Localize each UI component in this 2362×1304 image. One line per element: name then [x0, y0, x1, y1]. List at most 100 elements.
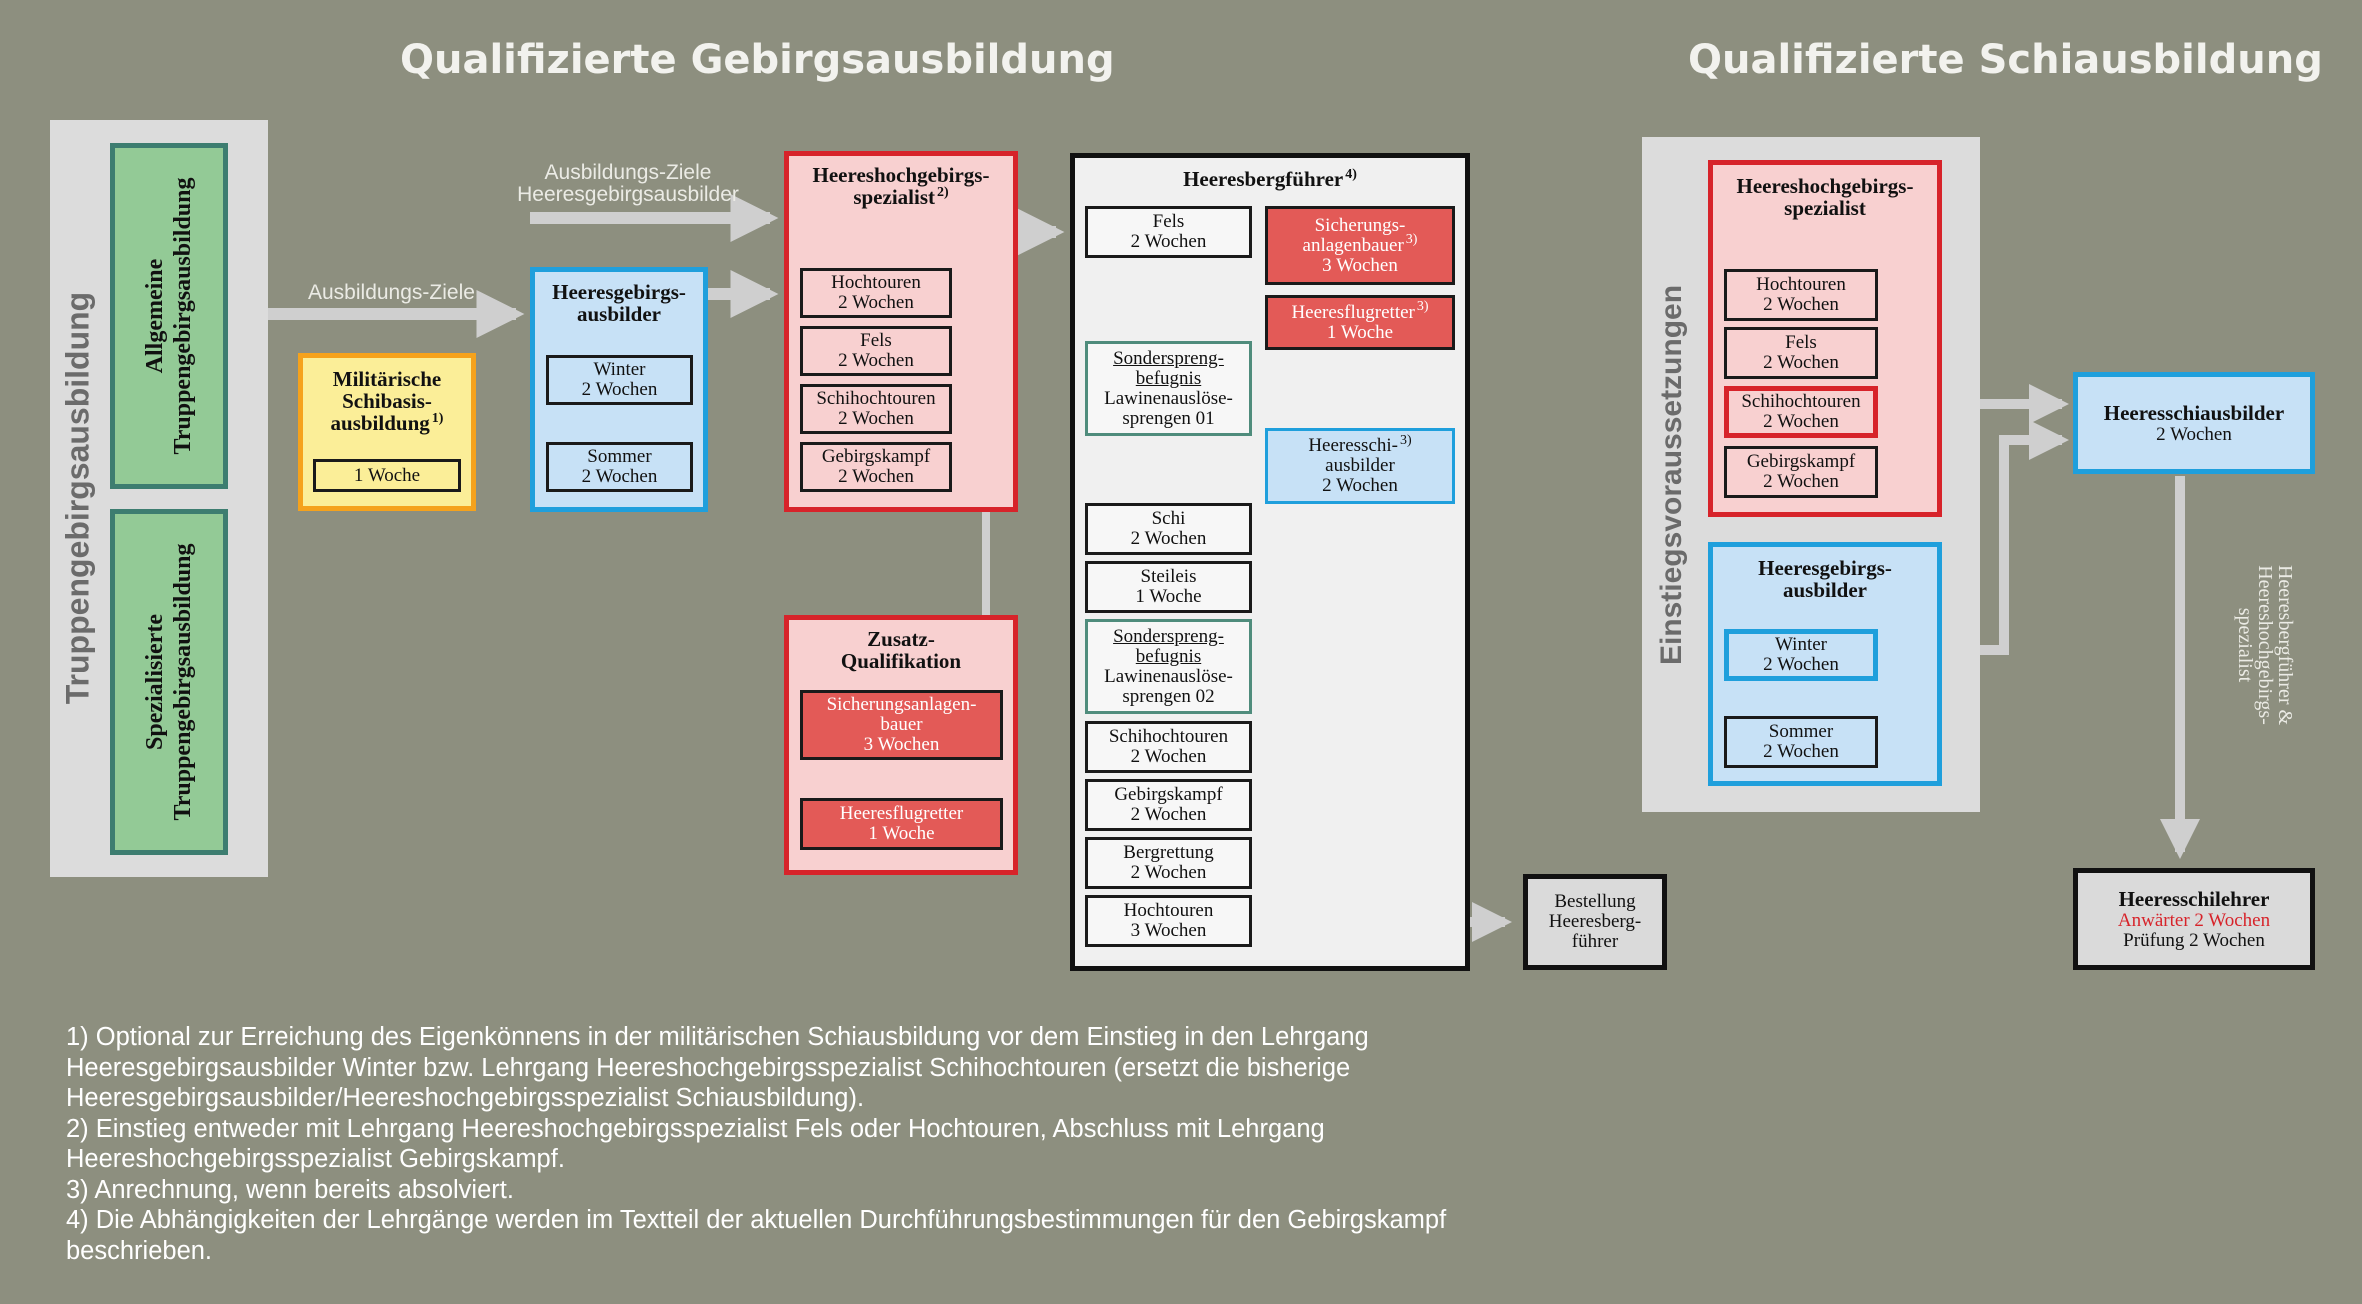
einstieg-item-name: Schihochtouren — [1741, 391, 1861, 412]
hbf-steileis: Steileis 1 Woche — [1085, 561, 1252, 613]
hbf-sond2-line3: Lawinenauslöse- — [1104, 665, 1233, 687]
hbf-heeresschiausbilder: Heeresschi-3) ausbilder 2 Wochen — [1265, 428, 1455, 504]
hbf-hsa-line1: Heeresschi-3) — [1308, 433, 1411, 456]
hbf-berg-name: Bergrettung — [1123, 842, 1214, 863]
heeresschiausbilder-box: Heeresschiausbilder 2 Wochen — [2073, 372, 2315, 474]
hschia-title: Heeresschiausbilder — [2103, 401, 2285, 425]
side-label-hbf-hhgs: Heeresbergführer & Heereshochgebirgs- sp… — [2234, 564, 2296, 726]
zusatz-heeresflugretter: Heeresflugretter 1 Woche — [800, 798, 1003, 850]
hbf-sup: 4) — [1345, 167, 1357, 182]
bestellung-line1: Bestellung — [1554, 891, 1636, 912]
hbf-hochtouren: Hochtouren 3 Wochen — [1085, 895, 1252, 947]
zusatz-flug-duration: 1 Woche — [868, 823, 935, 844]
einstieg-hga-box: Heeresgebirgs- ausbilder Winter 2 Wochen… — [1708, 542, 1942, 786]
label-ziele-line1: Ausbildungs-Ziele — [544, 161, 712, 184]
hbf-geb-duration: 2 Wochen — [1130, 804, 1207, 825]
hbf-flug-sup: 3) — [1416, 299, 1429, 315]
hhgs-item-gebirgskampf: Gebirgskampf 2 Wochen — [800, 442, 952, 492]
einstieg-hhgs-line2: spezialist — [1784, 196, 1866, 220]
spezialisierte-line2: Truppengebirgsausbildung — [170, 543, 196, 821]
label-ausbildungs-ziele: Ausbildungs-Ziele — [308, 281, 475, 304]
hsl-title: Heeresschilehrer — [2118, 887, 2270, 911]
zusatz-title: Zusatz- Qualifikation — [789, 628, 1013, 672]
heeresgebirgsausbilder-box: Heeresgebirgs- ausbilder Winter 2 Wochen… — [530, 267, 708, 512]
hhgs-item-hochtouren: Hochtouren 2 Wochen — [800, 268, 952, 318]
hbf-schi-name: Schi — [1151, 508, 1186, 529]
zusatz-flug-name: Heeresflugretter — [839, 803, 964, 824]
bestellung-line2: Heeresberg- — [1548, 911, 1642, 932]
hbf-fels: Fels 2 Wochen — [1085, 206, 1252, 258]
einstieg-hhgs-box: Heereshochgebirgs- spezialist Hochtouren… — [1708, 160, 1942, 517]
hga-sommer: Sommer 2 Wochen — [546, 442, 693, 492]
hbf-sond2-line4: sprengen 02 — [1122, 685, 1215, 707]
einstieg-item-duration: 2 Wochen — [1763, 294, 1839, 315]
hbf-sich-duration: 3 Wochen — [1322, 254, 1398, 276]
side-label-container: Heeresbergführer & Heereshochgebirgs- sp… — [2205, 545, 2325, 745]
hhgs-item-name: Hochtouren — [831, 272, 921, 293]
allgemeine-line2: Truppengebirgsausbildung — [170, 177, 196, 455]
zusatz-sicherungsanlagenbauer: Sicherungsanlagen- bauer 3 Wochen — [800, 690, 1003, 760]
einstieg-hhgs-line1: Heereshochgebirgs- — [1736, 174, 1914, 198]
einstieg-item-hochtouren: Hochtouren 2 Wochen — [1724, 269, 1878, 321]
hbf-hoch-name: Hochtouren — [1123, 900, 1214, 921]
hbf-berg-duration: 2 Wochen — [1130, 862, 1207, 883]
title-gebirgsausbildung: Qualifizierte Gebirgsausbildung — [400, 37, 1115, 83]
hbf-flug-name: Heeresflugretter — [1291, 301, 1415, 323]
hga-sommer-duration: 2 Wochen — [581, 466, 658, 487]
einstieg-item-name: Gebirgskampf — [1746, 451, 1856, 472]
hbf-steileis-name: Steileis — [1140, 566, 1197, 587]
einstieg-hga-title: Heeresgebirgs- ausbilder — [1713, 557, 1937, 601]
spezialisierte-line1: Spezialisierte — [142, 614, 168, 750]
hhgs-sup: 2) — [937, 185, 949, 200]
hbf-schi: Schi 2 Wochen — [1085, 503, 1252, 555]
hbf-geb-name: Gebirgskampf — [1114, 784, 1223, 805]
hbf-gebirgskampf: Gebirgskampf 2 Wochen — [1085, 779, 1252, 831]
hhgs-item-name: Gebirgskampf — [821, 446, 931, 467]
title-schiausbildung: Qualifizierte Schiausbildung — [1688, 37, 2323, 83]
footnote-3: 3) Anrechnung, wenn bereits absolviert. — [66, 1175, 514, 1204]
hbf-schi-duration: 2 Wochen — [1130, 528, 1207, 549]
hga-sommer-name: Sommer — [587, 446, 652, 467]
hhgs-item-duration: 2 Wochen — [838, 350, 914, 371]
zusatz-title-line1: Zusatz- — [867, 627, 935, 651]
zusatz-sich-duration: 3 Wochen — [863, 734, 940, 755]
einstieg-winter-name: Winter — [1775, 634, 1827, 655]
hbf-schihochtouren: Schihochtouren 2 Wochen — [1085, 721, 1252, 773]
einstieg-hga-line2: ausbilder — [1782, 578, 1868, 602]
militaer-line1: Militärische — [332, 367, 442, 391]
zusatz-sich-line2: bauer — [880, 714, 923, 735]
einstieg-hga-sommer: Sommer 2 Wochen — [1724, 716, 1878, 768]
hhgs-title-line1: Heereshochgebirgs- — [812, 163, 990, 187]
hbf-sonderspreng-01: Sonderspreng- befugnis Lawinenauslöse- s… — [1085, 341, 1252, 436]
hga-winter: Winter 2 Wochen — [546, 355, 693, 405]
einstieg-item-name: Hochtouren — [1756, 274, 1846, 295]
hbf-sond1-line1: Sonderspreng- — [1113, 347, 1224, 369]
allgemeine-line1: Allgemeine — [142, 258, 168, 374]
truppengebirgsausbildung-label: Truppengebirgsausbildung — [59, 291, 96, 705]
militaer-line2: Schibasis- — [342, 389, 432, 413]
hsl-pruefung: Prüfung 2 Wochen — [2123, 930, 2265, 951]
footnotes: 1) Optional zur Erreichung des Eigenkönn… — [66, 1022, 1566, 1266]
hbf-hoch-duration: 3 Wochen — [1130, 920, 1207, 941]
side-label-line2: Heereshochgebirgs- — [2254, 565, 2276, 725]
side-label-line1: Heeresbergführer & — [2274, 564, 2296, 726]
hhgs-title-line2-text: spezialist — [853, 185, 935, 209]
hbf-sond2-line1: Sonderspreng- — [1113, 625, 1224, 647]
hga-winter-name: Winter — [593, 359, 646, 380]
einstieg-sommer-name: Sommer — [1768, 721, 1834, 742]
spezialisierte-label: Spezialisierte Truppengebirgsausbildung — [141, 544, 197, 821]
hhgs-item-fels: Fels 2 Wochen — [800, 326, 952, 376]
hga-title-line1: Heeresgebirgs- — [552, 280, 686, 304]
hbf-hsa-line1-text: Heeresschi- — [1308, 435, 1398, 456]
hhgs-item-duration: 2 Wochen — [838, 466, 914, 487]
label-ziele-hga: Ausbildungs-Ziele Heeresgebirgsausbilder — [508, 162, 748, 206]
hbf-sich-sup: 3) — [1405, 232, 1418, 248]
einstieg-item-duration: 2 Wochen — [1763, 352, 1839, 373]
zusatz-qualifikation-box: Zusatz- Qualifikation Sicherungsanlagen-… — [784, 615, 1018, 875]
hga-title-line2: ausbilder — [576, 302, 662, 326]
allgemeine-label: Allgemeine Truppengebirgsausbildung — [141, 178, 197, 455]
hbf-sond1-line4: sprengen 01 — [1122, 407, 1215, 429]
